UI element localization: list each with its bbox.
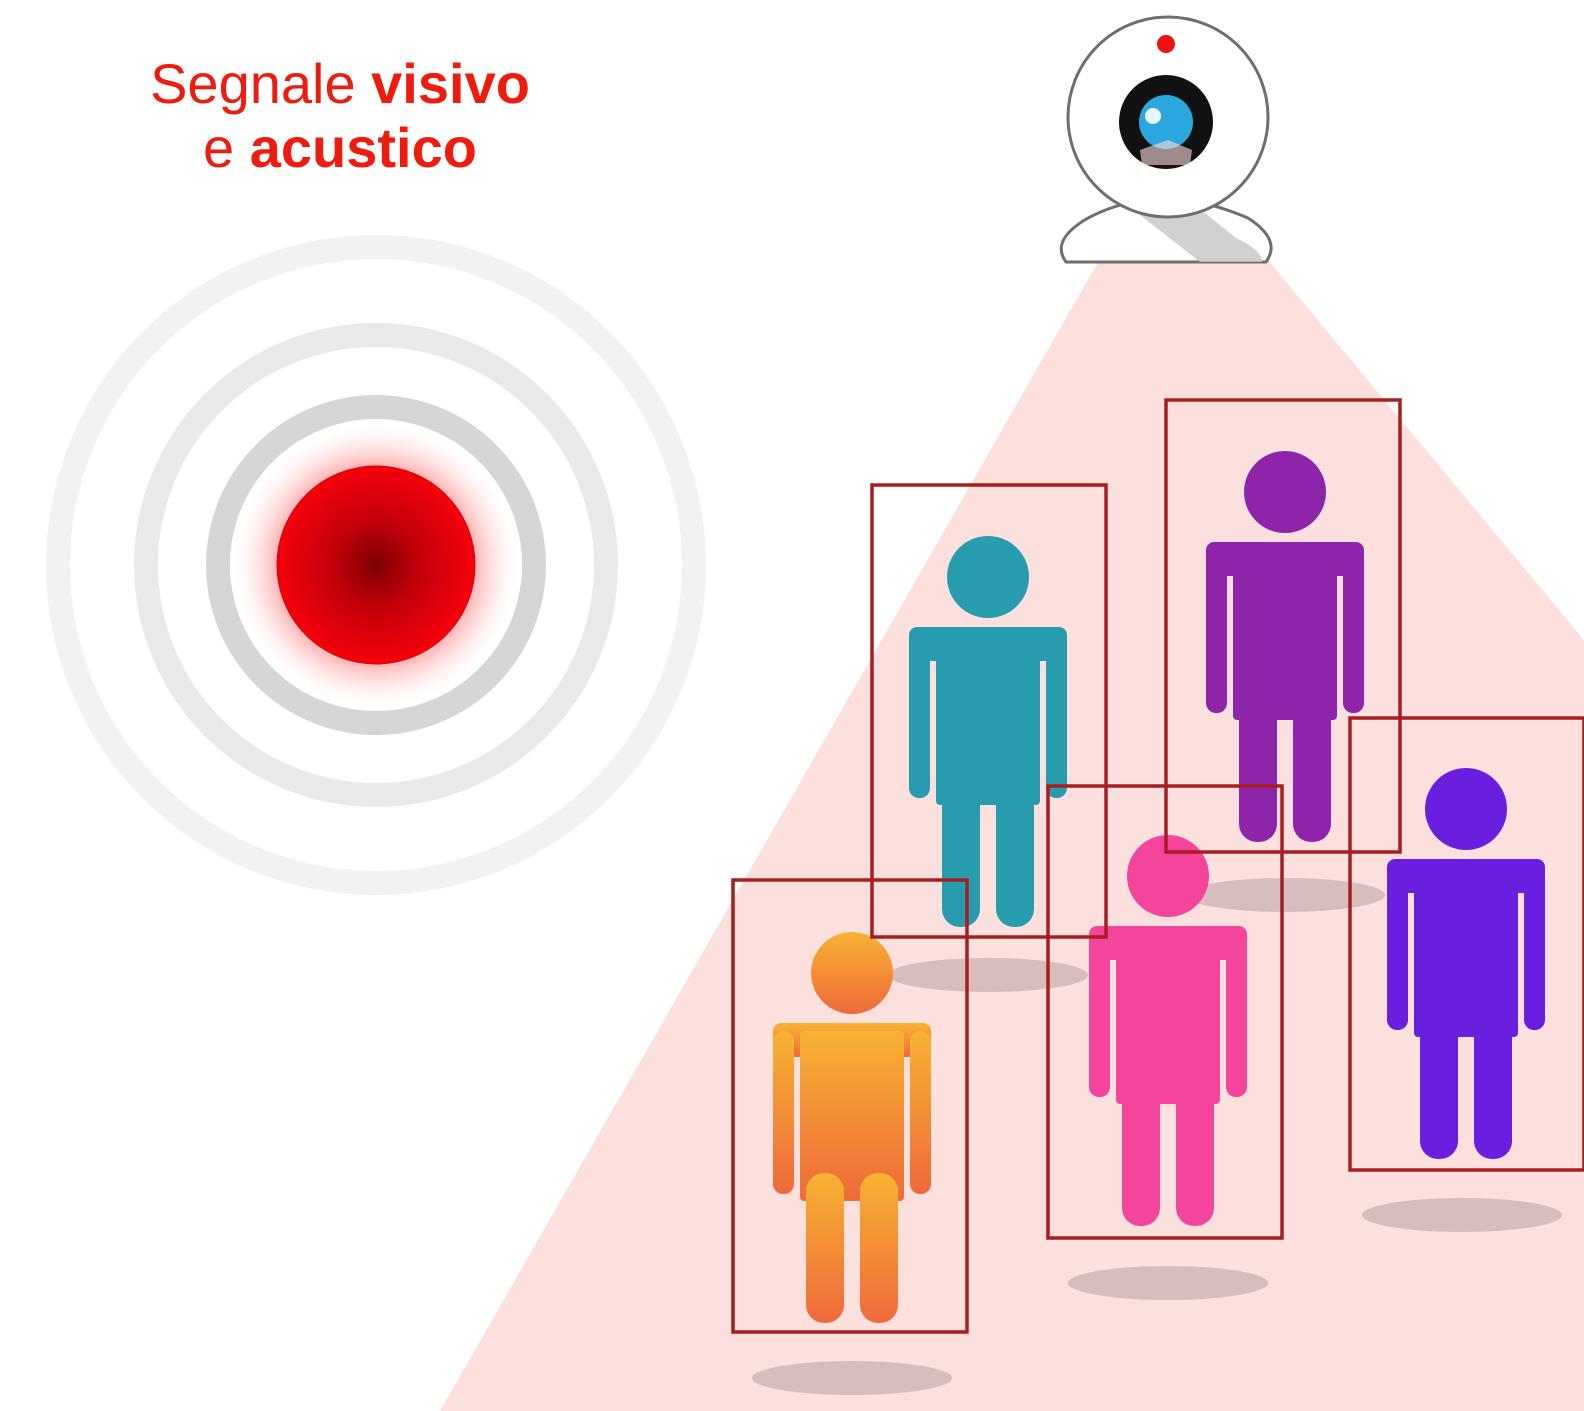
caption-line-1: Segnale visivo <box>70 52 610 116</box>
detection-box-pink <box>1046 784 1284 1240</box>
caption-line1-plain: Segnale <box>150 52 372 115</box>
caption-visivo: visivo <box>371 52 530 115</box>
detection-box-teal <box>870 483 1108 939</box>
alarm-signal-icon <box>46 235 706 895</box>
detection-box-violet <box>1348 716 1584 1172</box>
detection-box-orange <box>731 878 969 1334</box>
detection-boxes <box>731 398 1584 1334</box>
ground-shadows <box>752 878 1562 1395</box>
caption-line-2: e acustico <box>70 116 610 180</box>
caption-line2-plain: e <box>203 116 250 179</box>
webcam-icon <box>1059 15 1273 264</box>
signal-caption: Segnale visivo e acustico <box>70 52 610 180</box>
caption-acustico: acustico <box>249 116 477 179</box>
